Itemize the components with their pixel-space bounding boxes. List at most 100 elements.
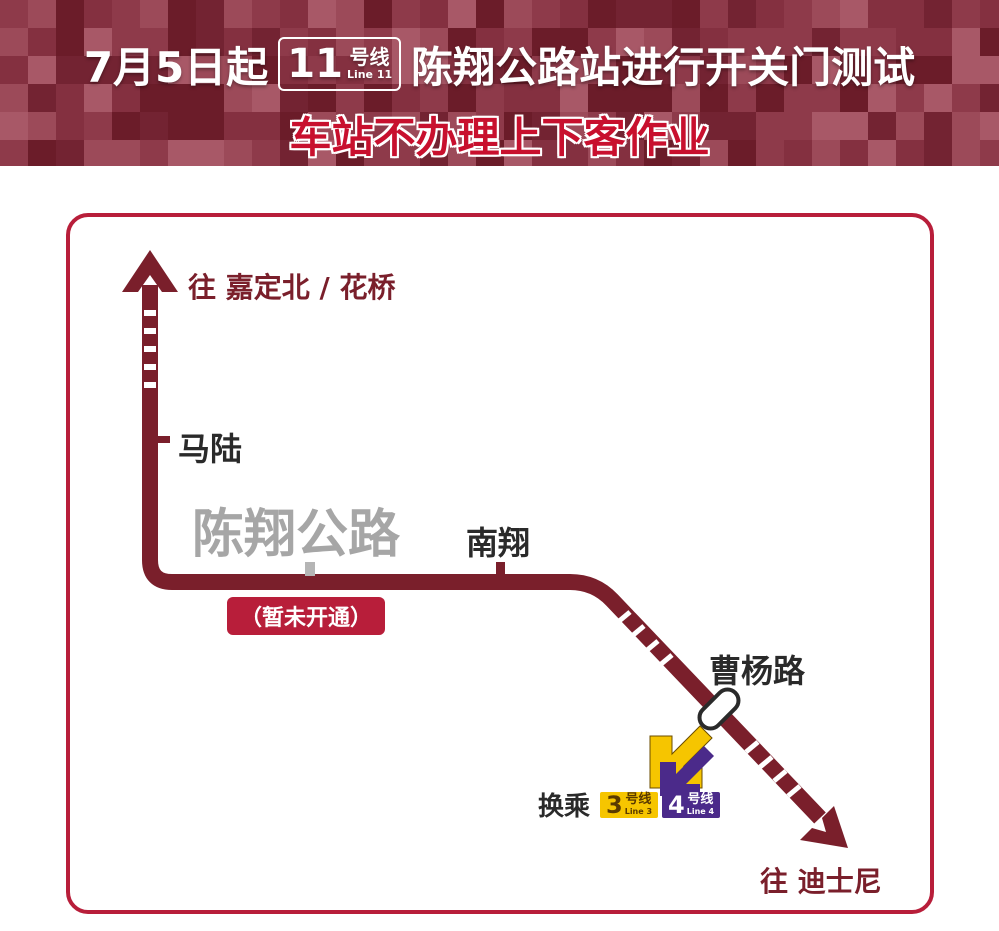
mosaic-tile — [448, 140, 476, 166]
mosaic-tile — [868, 84, 896, 112]
line-en: Line 11 — [346, 68, 393, 81]
mosaic-tile — [140, 112, 168, 140]
mosaic-tile — [952, 84, 980, 112]
mosaic-tile — [112, 140, 140, 166]
mosaic-tile — [224, 84, 252, 112]
mosaic-tile — [588, 140, 616, 166]
mosaic-tile — [588, 84, 616, 112]
mosaic-tile — [588, 56, 616, 84]
mosaic-tile — [280, 112, 308, 140]
mosaic-tile — [952, 140, 980, 166]
mosaic-tile — [420, 56, 448, 84]
mosaic-tile — [700, 112, 728, 140]
mosaic-tile — [476, 84, 504, 112]
mosaic-tile — [812, 84, 840, 112]
line-4-badge: 4 号线 Line 4 — [662, 790, 721, 819]
mosaic-tile — [140, 0, 168, 28]
mosaic-tile — [672, 84, 700, 112]
mosaic-tile — [532, 112, 560, 140]
mosaic-tile — [420, 140, 448, 166]
mosaic-tile — [280, 0, 308, 28]
mosaic-tile — [336, 0, 364, 28]
malu-tick — [156, 436, 170, 443]
mosaic-tile — [812, 140, 840, 166]
mosaic-tile — [140, 28, 168, 56]
mosaic-tile — [252, 56, 280, 84]
transfer-label: 换乘 — [538, 792, 591, 822]
mosaic-tile — [224, 0, 252, 28]
mosaic-tile — [56, 84, 84, 112]
mosaic-tile — [588, 28, 616, 56]
mosaic-tile — [952, 28, 980, 56]
mosaic-tile — [224, 56, 252, 84]
mosaic-tile — [28, 0, 56, 28]
north-arrow — [122, 250, 178, 292]
mosaic-tile — [532, 140, 560, 166]
mosaic-tile — [728, 112, 756, 140]
mosaic-tile — [28, 28, 56, 56]
mosaic-tile — [980, 112, 999, 140]
mosaic-tile — [644, 84, 672, 112]
mosaic-tile — [0, 140, 28, 166]
mosaic-tile — [672, 0, 700, 28]
mosaic-tile — [840, 84, 868, 112]
chenxiang-tick — [305, 562, 315, 576]
mosaic-tile — [196, 28, 224, 56]
mosaic-tile — [56, 112, 84, 140]
line-11-track — [142, 285, 826, 824]
mosaic-tile — [868, 140, 896, 166]
mosaic-tile — [700, 84, 728, 112]
mosaic-tile — [504, 140, 532, 166]
mosaic-tile — [840, 28, 868, 56]
mosaic-tile — [532, 28, 560, 56]
mosaic-tile — [140, 140, 168, 166]
north-dash-marks — [144, 310, 156, 388]
mosaic-tile — [56, 0, 84, 28]
mosaic-tile — [644, 0, 672, 28]
mosaic-tile — [364, 28, 392, 56]
mosaic-tile — [392, 56, 420, 84]
mosaic-tile — [896, 84, 924, 112]
mosaic-tile — [840, 56, 868, 84]
mosaic-tile — [616, 84, 644, 112]
mosaic-tile — [616, 112, 644, 140]
mosaic-tile — [728, 56, 756, 84]
mosaic-tile — [56, 56, 84, 84]
mosaic-tile — [168, 28, 196, 56]
mosaic-tile — [336, 140, 364, 166]
mosaic-tile — [896, 140, 924, 166]
mosaic-tile — [812, 28, 840, 56]
mosaic-tile — [168, 0, 196, 28]
station-chenxiang-gonglu: 陈翔公路 — [192, 505, 401, 565]
north-arrow-fill — [142, 288, 158, 300]
mosaic-tile — [476, 112, 504, 140]
direction-south-label: 往 迪士尼 — [760, 865, 882, 898]
mosaic-tile — [224, 140, 252, 166]
mosaic-tile — [280, 56, 308, 84]
line-3-hao: 号线 — [625, 792, 652, 807]
mosaic-tile — [644, 56, 672, 84]
mosaic-tile — [896, 28, 924, 56]
mosaic-tile — [700, 140, 728, 166]
diag-dash-marks-upper — [616, 610, 674, 667]
line-4-number: 4 — [668, 790, 685, 819]
mosaic-tile — [756, 28, 784, 56]
mosaic-tile — [280, 140, 308, 166]
not-yet-open-tag: （暂未开通） — [227, 597, 385, 635]
mosaic-tile — [616, 140, 644, 166]
mosaic-tile — [840, 112, 868, 140]
mosaic-tile — [84, 84, 112, 112]
mosaic-tile — [364, 56, 392, 84]
mosaic-tile — [504, 0, 532, 28]
mosaic-tile — [784, 84, 812, 112]
mosaic-tile — [784, 28, 812, 56]
mosaic-tile — [672, 28, 700, 56]
nanxiang-tick — [496, 562, 505, 576]
line-4-arrow — [660, 746, 714, 796]
mosaic-tile — [952, 112, 980, 140]
mosaic-tile — [560, 28, 588, 56]
mosaic-tile — [756, 84, 784, 112]
mosaic-tile — [924, 0, 952, 28]
mosaic-tile — [924, 112, 952, 140]
